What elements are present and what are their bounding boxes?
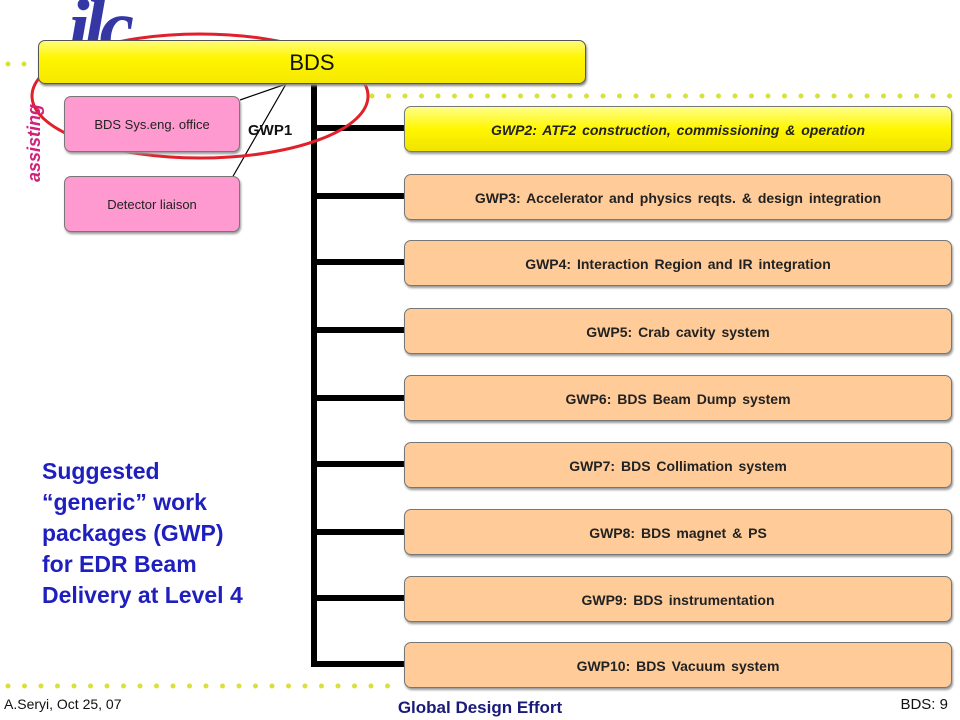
footer-organization: Global Design Effort	[397, 698, 563, 717]
sys-eng-office-box: BDS Sys.eng. office	[64, 96, 240, 152]
assisting-label: assisting	[24, 103, 44, 183]
work-package-box: GWP8: BDS magnet & PS	[404, 509, 952, 555]
highlight-circle	[30, 32, 370, 160]
suggested-gwp-note: Suggested “generic” work packages (GWP) …	[42, 456, 292, 611]
work-package-box: GWP2: ATF2 construction, commissioning &…	[404, 106, 952, 152]
work-package-box: GWP10: BDS Vacuum system	[404, 642, 952, 688]
connector-detector	[231, 83, 287, 179]
tree-branches	[311, 125, 405, 667]
note-line: Suggested	[42, 458, 160, 484]
work-package-box: GWP9: BDS instrumentation	[404, 576, 952, 622]
footer-author-date: A.Seryi, Oct 25, 07	[4, 696, 122, 712]
connector-sys-eng	[239, 83, 287, 101]
work-package-box: GWP3: Accelerator and physics reqts. & d…	[404, 174, 952, 220]
gwp1-label: GWP1	[248, 122, 293, 139]
note-line: Delivery at Level 4	[42, 582, 243, 608]
note-line: “generic” work	[42, 489, 207, 515]
detector-liaison-box: Detector liaison	[64, 176, 240, 232]
footer-page-number: BDS: 9	[900, 696, 948, 713]
work-package-box: GWP4: Interaction Region and IR integrat…	[404, 240, 952, 286]
work-package-box: GWP7: BDS Collimation system	[404, 442, 952, 488]
work-package-box: GWP6: BDS Beam Dump system	[404, 375, 952, 421]
note-line: packages (GWP)	[42, 520, 224, 546]
bds-top-box: BDS	[38, 40, 586, 84]
note-line: for EDR Beam	[42, 551, 197, 577]
work-package-box: GWP5: Crab cavity system	[404, 308, 952, 354]
